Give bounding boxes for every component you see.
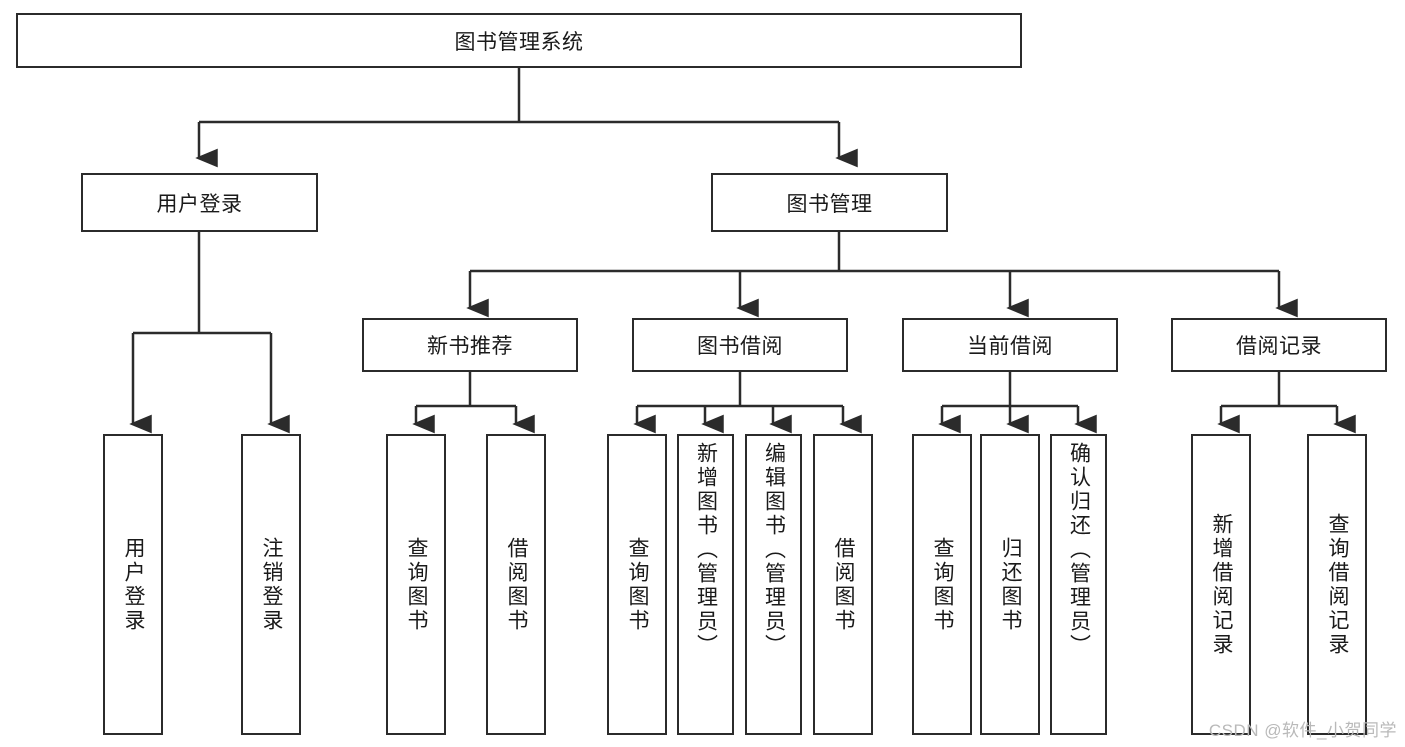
node-label: 编辑图书（管理员） xyxy=(762,442,786,658)
node-label: 图书管理系统 xyxy=(454,30,584,54)
node-label: 查询图书 xyxy=(405,536,429,633)
leaf-borrow-query-book[interactable]: 查询图书 xyxy=(607,434,667,735)
node-label: 新书推荐 xyxy=(427,335,513,358)
node-label: 归还图书 xyxy=(999,536,1023,633)
node-label: 当前借阅 xyxy=(967,335,1053,358)
leaf-borrow-edit-book-admin[interactable]: 编辑图书（管理员） xyxy=(745,434,802,735)
leaf-current-query-book[interactable]: 查询图书 xyxy=(912,434,972,735)
node-label: 查询图书 xyxy=(931,536,955,633)
node-book-management[interactable]: 图书管理 xyxy=(711,173,948,232)
node-label: 查询借阅记录 xyxy=(1326,512,1350,657)
leaf-record-add-borrow-record[interactable]: 新增借阅记录 xyxy=(1191,434,1251,735)
leaf-recommend-query-book[interactable]: 查询图书 xyxy=(386,434,446,735)
leaf-borrow-add-book-admin[interactable]: 新增图书（管理员） xyxy=(677,434,734,735)
node-label: 借阅图书 xyxy=(505,536,529,633)
node-current-borrow[interactable]: 当前借阅 xyxy=(902,318,1118,372)
leaf-recommend-borrow-book[interactable]: 借阅图书 xyxy=(486,434,546,735)
node-label: 新增图书（管理员） xyxy=(694,442,718,658)
node-label: 借阅图书 xyxy=(832,536,856,633)
node-label: 图书管理 xyxy=(786,192,873,216)
node-label: 用户登录 xyxy=(156,192,243,216)
node-borrow-record[interactable]: 借阅记录 xyxy=(1171,318,1387,372)
leaf-user-login-logout[interactable]: 注销登录 xyxy=(241,434,301,735)
node-label: 确认归还（管理员） xyxy=(1067,442,1091,658)
leaf-record-query-borrow-record[interactable]: 查询借阅记录 xyxy=(1307,434,1367,735)
node-book-borrow[interactable]: 图书借阅 xyxy=(632,318,848,372)
node-label: 借阅记录 xyxy=(1236,335,1322,358)
leaf-borrow-borrow-book[interactable]: 借阅图书 xyxy=(813,434,873,735)
node-root-book-management-system[interactable]: 图书管理系统 xyxy=(16,13,1022,68)
node-label: 查询图书 xyxy=(626,536,650,633)
node-user-login[interactable]: 用户登录 xyxy=(81,173,318,232)
node-label: 用户登录 xyxy=(122,536,146,633)
node-label: 图书借阅 xyxy=(697,335,783,358)
node-new-book-recommend[interactable]: 新书推荐 xyxy=(362,318,578,372)
leaf-current-return-book[interactable]: 归还图书 xyxy=(980,434,1040,735)
leaf-current-confirm-return-admin[interactable]: 确认归还（管理员） xyxy=(1050,434,1107,735)
node-label: 注销登录 xyxy=(260,536,284,633)
csdn-watermark: CSDN @软件_小贺同学 xyxy=(1208,721,1397,740)
leaf-user-login-login[interactable]: 用户登录 xyxy=(103,434,163,735)
node-label: 新增借阅记录 xyxy=(1210,512,1234,657)
